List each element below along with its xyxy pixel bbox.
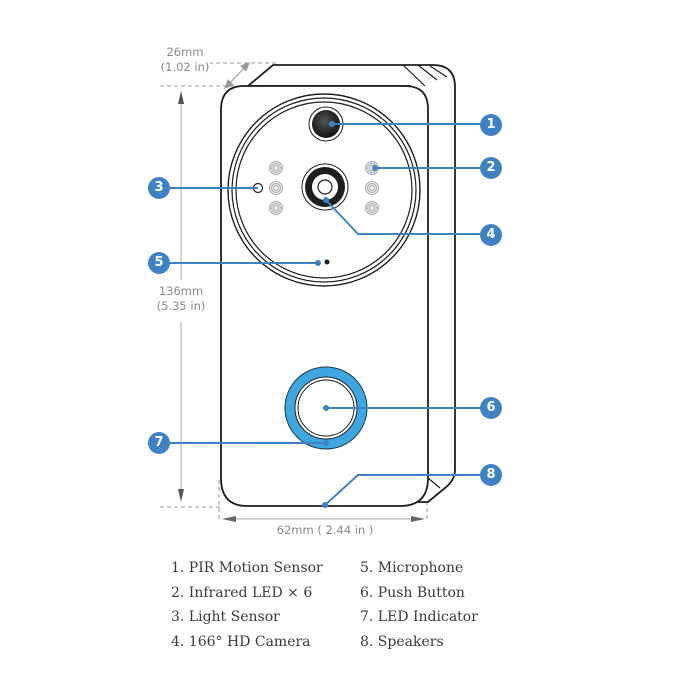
depth-mm: 26mm xyxy=(166,45,204,59)
legend-left-column: 1. PIR Motion Sensor 2. Infrared LED × 6… xyxy=(171,556,323,654)
infrared-leds xyxy=(269,161,379,215)
legend-item-2: 2. Infrared LED × 6 xyxy=(171,584,313,601)
legend-item-6: 6. Push Button xyxy=(360,584,465,601)
width-dimension-label: 62mm ( 2.44 in ) xyxy=(276,523,374,537)
infrared-led xyxy=(269,201,283,215)
callout-lines xyxy=(170,123,480,506)
legend-right-column: 5. Microphone 6. Push Button 7. LED Indi… xyxy=(360,556,478,654)
callout-dots xyxy=(315,121,378,508)
callout-badge-2: 2 xyxy=(480,157,502,179)
legend-item-4: 4. 166° HD Camera xyxy=(171,633,311,650)
pir-motion-sensor xyxy=(308,106,344,142)
height-dimension-label: 136mm (5.35 in) xyxy=(152,284,210,314)
legend-item-8: 8. Speakers xyxy=(360,633,444,650)
microphone xyxy=(324,259,330,265)
camera-face xyxy=(227,93,421,287)
infrared-led xyxy=(269,161,283,175)
callout-badge-4: 4 xyxy=(480,224,502,246)
legend-item-7: 7. LED Indicator xyxy=(360,609,478,626)
legend-item-5: 5. Microphone xyxy=(360,560,464,576)
legend-item-1: 1. PIR Motion Sensor xyxy=(171,560,323,576)
hd-camera-lens xyxy=(301,163,349,211)
infrared-led xyxy=(269,181,283,195)
height-mm: 136mm xyxy=(158,284,204,298)
infrared-led xyxy=(365,181,379,195)
height-arrow xyxy=(178,91,184,502)
depth-in: (1.02 in) xyxy=(160,60,210,74)
callout-badge-5: 5 xyxy=(148,252,170,274)
infrared-led xyxy=(365,201,379,215)
callout-badge-1: 1 xyxy=(480,114,502,136)
callout-badge-7: 7 xyxy=(148,432,170,454)
callout-badge-8: 8 xyxy=(480,464,502,486)
width-arrow xyxy=(222,516,425,522)
leader-line-4 xyxy=(325,199,480,235)
callout-badge-6: 6 xyxy=(480,397,502,419)
leader-line-8 xyxy=(324,474,480,506)
depth-dimension-label: 26mm (1.02 in) xyxy=(160,45,210,75)
callout-badge-3: 3 xyxy=(148,177,170,199)
height-in: (5.35 in) xyxy=(156,299,206,313)
depth-arrow xyxy=(224,62,250,89)
legend-item-3: 3. Light Sensor xyxy=(171,609,280,626)
